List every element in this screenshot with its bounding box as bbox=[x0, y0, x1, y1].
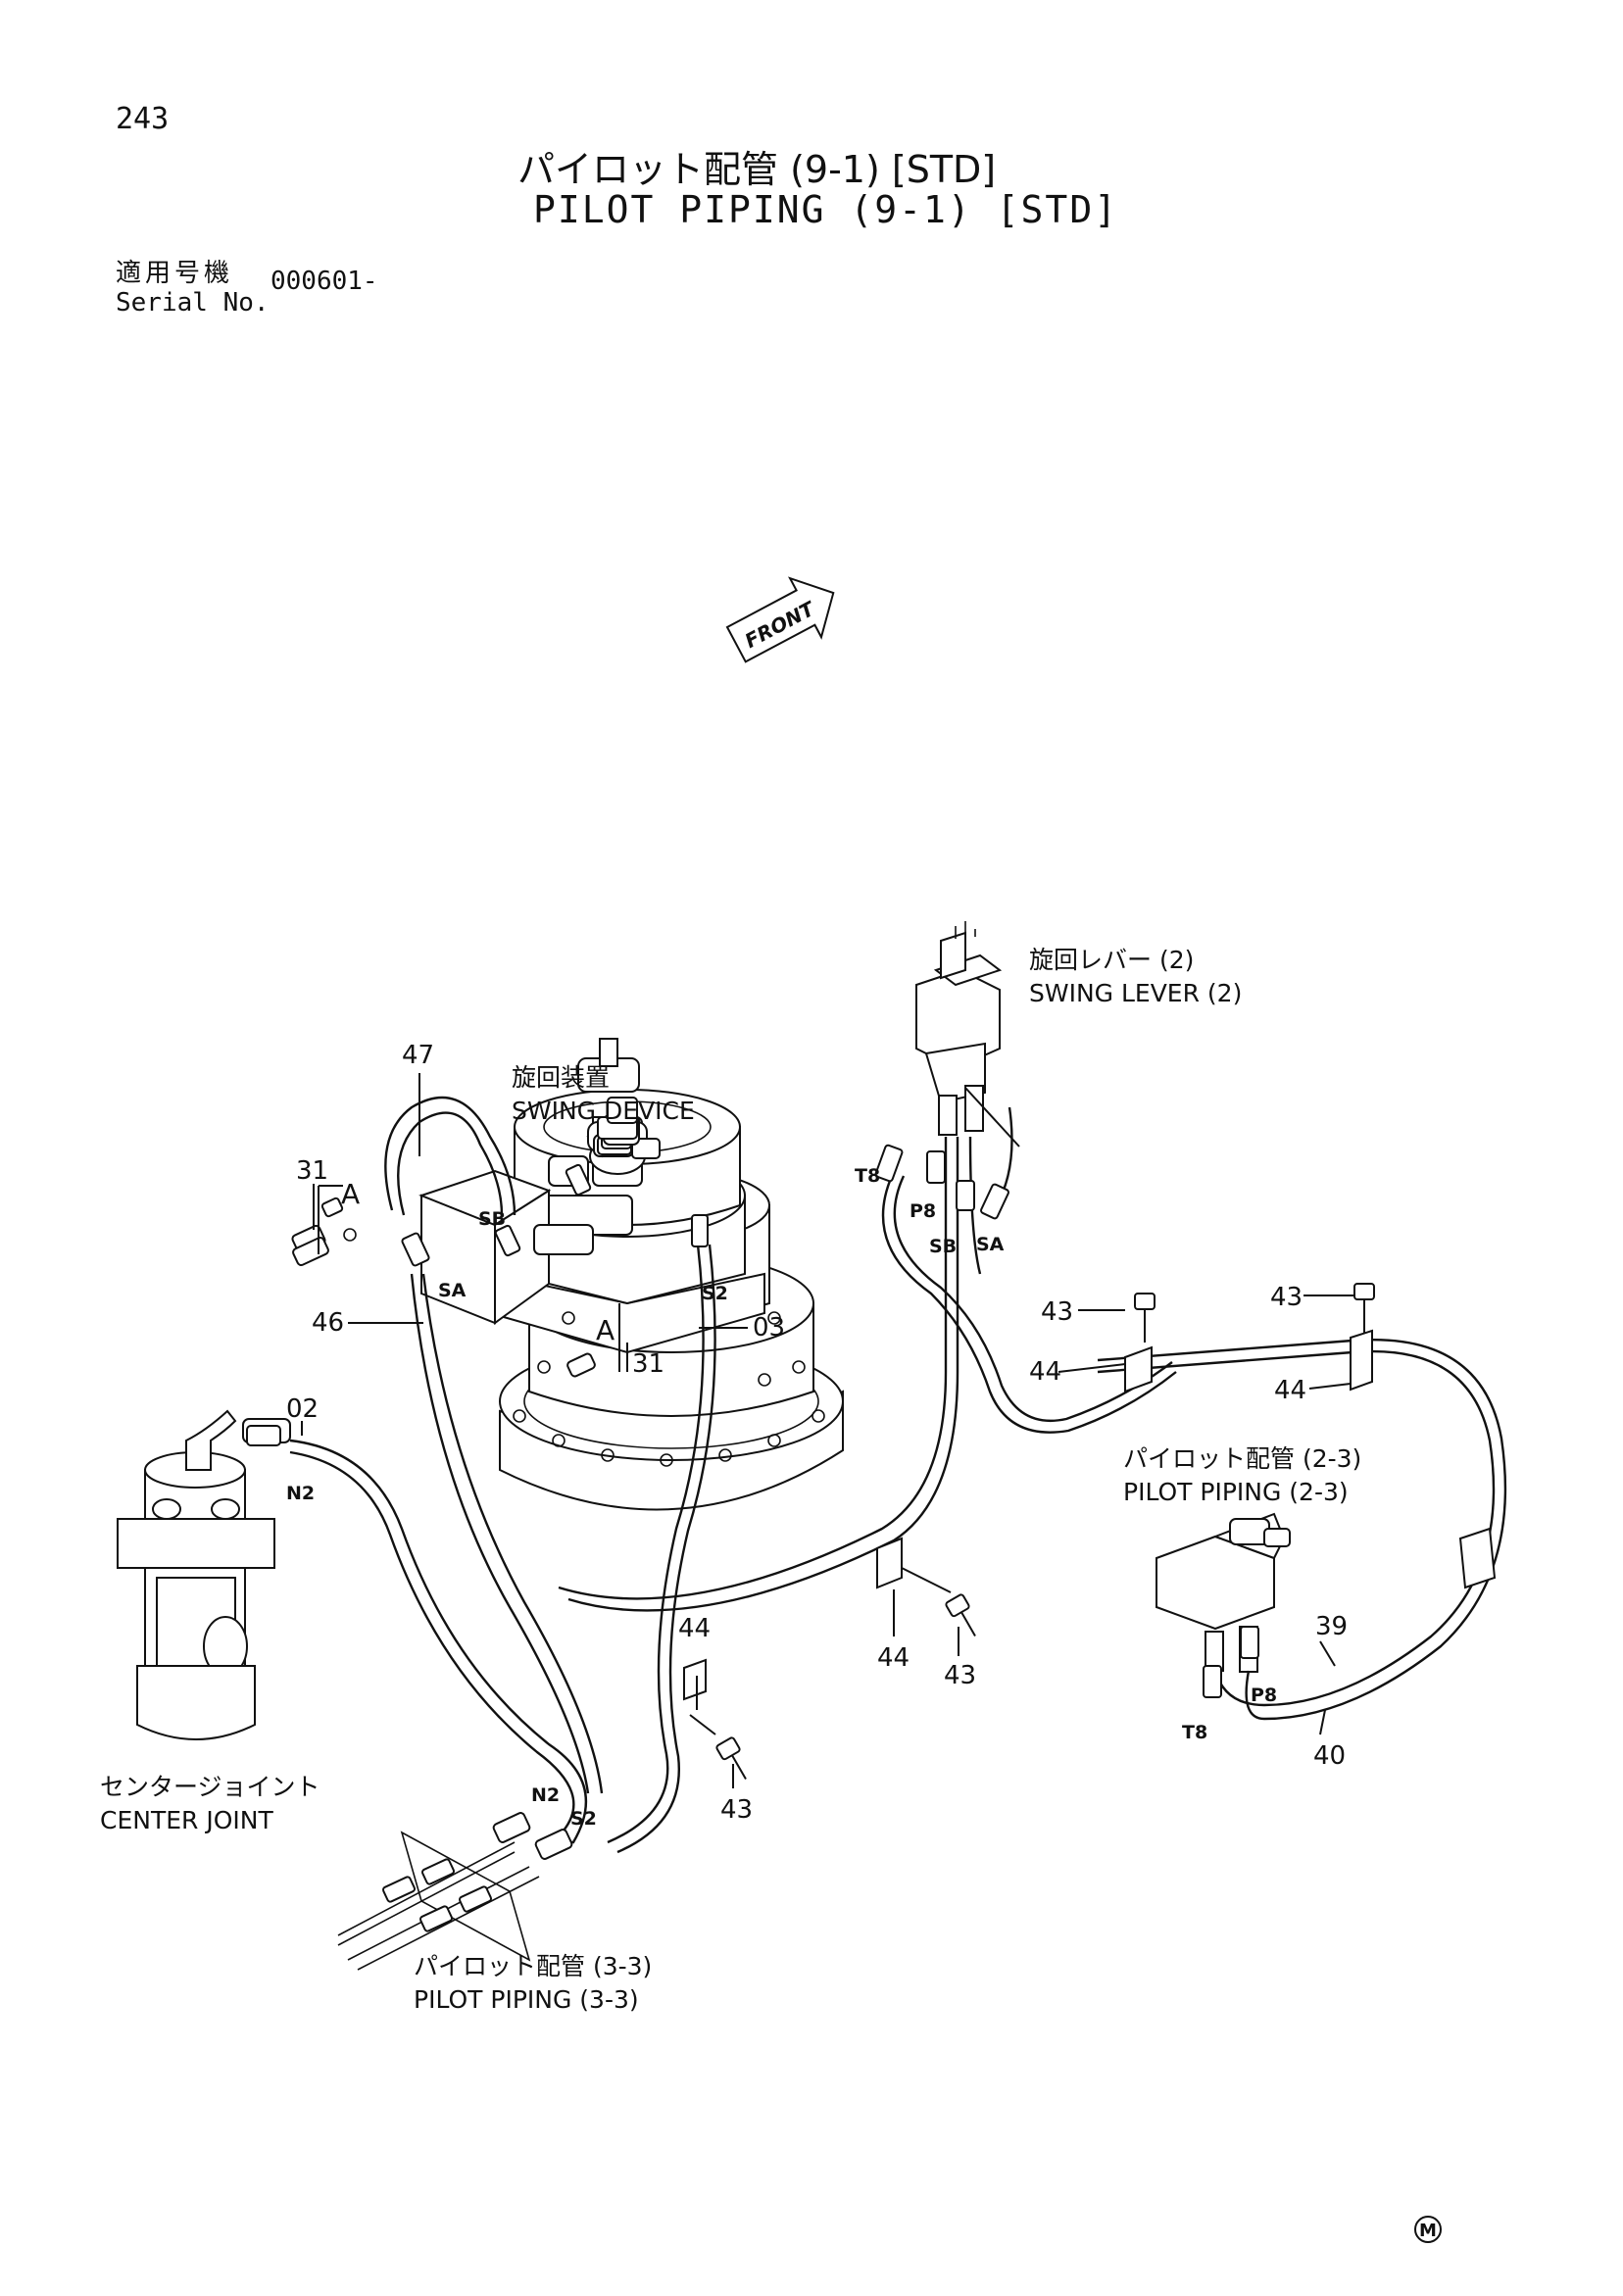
leader-lines bbox=[301, 1073, 1354, 1788]
detail-a-bracket bbox=[318, 1185, 343, 1254]
port-t8-swing-lever: T8 bbox=[855, 1165, 880, 1187]
port-n2-bottom: N2 bbox=[531, 1784, 560, 1806]
callout-43-bottom: 43 bbox=[720, 1795, 753, 1825]
port-p8-pilot-23: P8 bbox=[1251, 1685, 1277, 1706]
bolt-icons bbox=[715, 1283, 1375, 1780]
center-joint-label-en: CENTER JOINT bbox=[100, 1806, 273, 1834]
port-sa-swing-device: SA bbox=[438, 1280, 467, 1301]
callout-03: 03 bbox=[753, 1313, 785, 1343]
detail-a-label-middle: A bbox=[596, 1314, 615, 1346]
center-joint-label-jp: センタージョイント bbox=[100, 1773, 320, 1801]
clamp-icons bbox=[683, 1329, 1497, 1701]
callout-44-lower-left: 44 bbox=[678, 1614, 711, 1643]
port-p8-swing-lever: P8 bbox=[910, 1200, 936, 1222]
callout-43-left: 43 bbox=[1041, 1297, 1073, 1327]
callout-43-lower-right: 43 bbox=[944, 1661, 976, 1690]
front-arrow-icon: FRONT bbox=[725, 576, 835, 663]
port-sb-swing-device: SB bbox=[478, 1208, 506, 1230]
footer-m-letter: M bbox=[1419, 2221, 1437, 2241]
port-sa-swing-lever: SA bbox=[976, 1234, 1005, 1255]
footer-m-mark: M bbox=[1414, 2216, 1442, 2243]
callout-44-lower-middle: 44 bbox=[877, 1643, 910, 1673]
callout-31-middle: 31 bbox=[632, 1349, 664, 1379]
callout-46: 46 bbox=[312, 1308, 344, 1338]
port-t8-pilot-23: T8 bbox=[1182, 1722, 1207, 1743]
page-number: 243 bbox=[116, 102, 170, 136]
callout-40: 40 bbox=[1313, 1741, 1346, 1771]
swing-lever-drawing bbox=[915, 921, 1003, 1136]
serial-number-value: 000601- bbox=[270, 267, 378, 296]
pilot-piping-23-valve-drawing bbox=[1156, 1512, 1291, 1673]
callout-02: 02 bbox=[286, 1394, 319, 1424]
callout-47: 47 bbox=[402, 1041, 434, 1070]
callout-31-top: 31 bbox=[296, 1156, 328, 1186]
swing-device-drawing bbox=[418, 1038, 844, 1511]
callout-43-right: 43 bbox=[1270, 1283, 1303, 1312]
detail-a-label-top: A bbox=[341, 1178, 360, 1210]
o-ring-icon bbox=[343, 1228, 357, 1242]
swing-lever-label-jp: 旋回レバー (2) bbox=[1029, 946, 1194, 974]
pilot-piping-23-label-jp: パイロット配管 (2-3) bbox=[1123, 1444, 1361, 1473]
fitting-icons bbox=[246, 1144, 1259, 1860]
callout-44-upper-left: 44 bbox=[1029, 1357, 1061, 1387]
page-title-japanese: パイロット配管 (9-1) [STD] bbox=[517, 148, 997, 191]
pilot-piping-33-label-jp: パイロット配管 (3-3) bbox=[414, 1952, 652, 1980]
callout-39: 39 bbox=[1315, 1612, 1348, 1641]
callout-44-upper-right: 44 bbox=[1274, 1376, 1306, 1405]
port-n2-center-joint: N2 bbox=[286, 1483, 315, 1504]
pilot-piping-23-label-en: PILOT PIPING (2-3) bbox=[1123, 1478, 1349, 1506]
swing-device-label-en: SWING DEVICE bbox=[512, 1097, 695, 1125]
pilot-piping-33-label-en: PILOT PIPING (3-3) bbox=[414, 1985, 639, 2014]
port-sb-swing-lever: SB bbox=[929, 1236, 957, 1257]
page-title-english: PILOT PIPING (9-1) [STD] bbox=[533, 188, 1119, 231]
swing-lever-label-en: SWING LEVER (2) bbox=[1029, 979, 1242, 1007]
serial-label-english: Serial No. bbox=[116, 288, 270, 318]
swing-device-label-jp: 旋回装置 bbox=[512, 1063, 610, 1092]
port-s2-swing-device: S2 bbox=[702, 1283, 728, 1304]
bolt-ring-icon bbox=[513, 1311, 825, 1467]
pilot-piping-33-drawing bbox=[337, 1831, 540, 1971]
port-s2-bottom: S2 bbox=[570, 1808, 597, 1830]
center-joint-drawing bbox=[117, 1409, 291, 1740]
serial-label-japanese: 適用号機 bbox=[116, 259, 234, 288]
